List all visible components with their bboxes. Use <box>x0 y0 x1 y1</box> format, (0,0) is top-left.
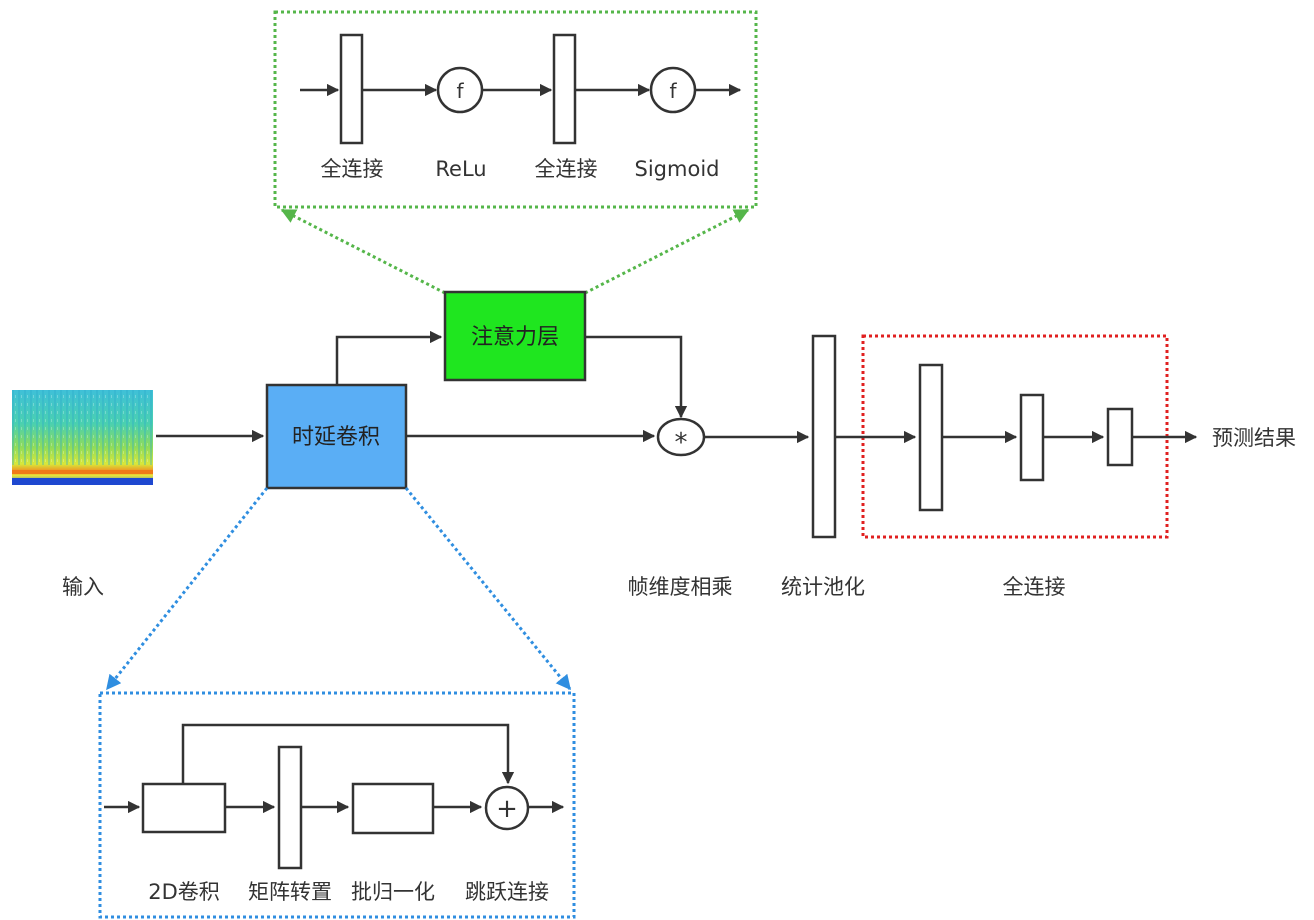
tdnn-box <box>265 383 408 490</box>
conv2d-block <box>141 782 227 834</box>
attn-relu-label: ReLu <box>435 157 486 181</box>
spectrogram-texture <box>12 390 153 465</box>
fc-block-1 <box>918 363 944 512</box>
stats-pool-label: 统计池化 <box>781 575 865 599</box>
attention-zoom: f f 全连接 ReLu 全连接 Sigmoid <box>273 10 758 295</box>
fc-label: 全连接 <box>1003 575 1066 599</box>
attn-sigmoid-label: Sigmoid <box>635 157 720 181</box>
spectrogram-band <box>12 470 153 474</box>
attn-fc2-block <box>552 33 577 145</box>
skip-connection-line <box>181 723 515 785</box>
attention-box <box>443 290 587 382</box>
tdnn-zoom-connector-right <box>404 487 572 691</box>
skip-label: 跳跃连接 <box>465 880 549 904</box>
arrow-attention-multiply <box>585 335 688 419</box>
arrow-tdnn-attention <box>335 330 443 385</box>
attention-zoom-connector-right <box>584 208 750 295</box>
output-label: 预测结果 <box>1212 426 1296 450</box>
batchnorm-block <box>351 782 435 835</box>
tdnn-zoom-frame <box>98 691 576 919</box>
relu-func-symbol: f <box>456 79 464 103</box>
attn-fc1-label: 全连接 <box>321 157 384 181</box>
tdnn-zoom-connector-left <box>105 487 269 691</box>
multiply-symbol: * <box>675 428 688 458</box>
attention-label: 注意力层 <box>471 325 559 350</box>
batchnorm-label: 批归一化 <box>351 880 435 904</box>
transpose-block <box>277 745 303 870</box>
conv2d-label: 2D卷积 <box>148 880 220 904</box>
attention-zoom-frame <box>273 10 758 209</box>
add-symbol: + <box>496 794 518 824</box>
input-label: 输入 <box>62 575 104 599</box>
transpose-label: 矩阵转置 <box>248 880 332 904</box>
input-spectrogram <box>12 390 153 485</box>
stats-pool-block <box>811 334 837 539</box>
tdnn-label: 时延卷积 <box>292 425 380 450</box>
spectrogram-low-band <box>12 478 153 485</box>
fc-block-3 <box>1106 407 1134 467</box>
sigmoid-func-symbol: f <box>669 79 677 103</box>
fc-block-2 <box>1019 393 1045 482</box>
attn-fc1-block <box>339 33 364 145</box>
frame-multiply-label: 帧维度相乘 <box>628 575 733 599</box>
attention-zoom-connector-left <box>280 208 446 295</box>
tdnn-zoom: + 2D卷积 矩阵转置 批归一化 跳跃连接 <box>98 487 576 919</box>
attn-fc2-label: 全连接 <box>535 157 598 181</box>
